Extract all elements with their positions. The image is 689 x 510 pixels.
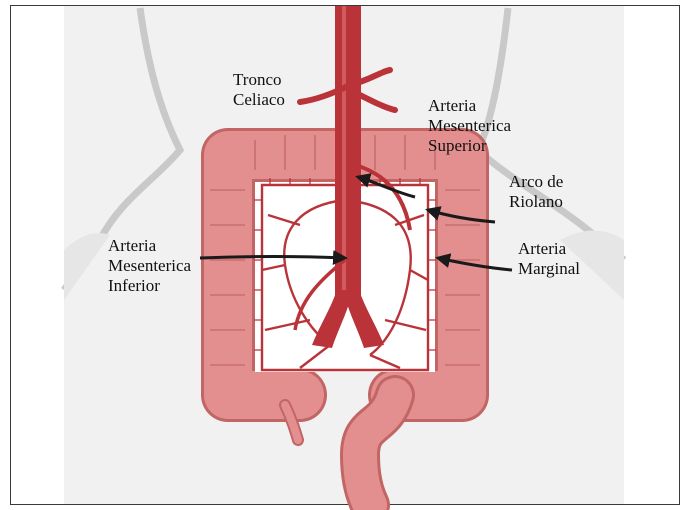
aorta-highlight xyxy=(342,6,346,290)
label-arteria-mesenterica-inferior: Arteria Mesenterica Inferior xyxy=(108,236,191,296)
arrow-mesenterica-inferior xyxy=(200,257,345,259)
label-arco-de-riolano: Arco de Riolano xyxy=(509,172,563,212)
label-arteria-marginal: Arteria Marginal xyxy=(518,239,580,279)
label-tronco-celiaco: Tronco Celiaco xyxy=(233,70,285,110)
label-arteria-mesenterica-superior: Arteria Mesenterica Superior xyxy=(428,96,511,156)
aorta-trunk xyxy=(335,6,361,300)
